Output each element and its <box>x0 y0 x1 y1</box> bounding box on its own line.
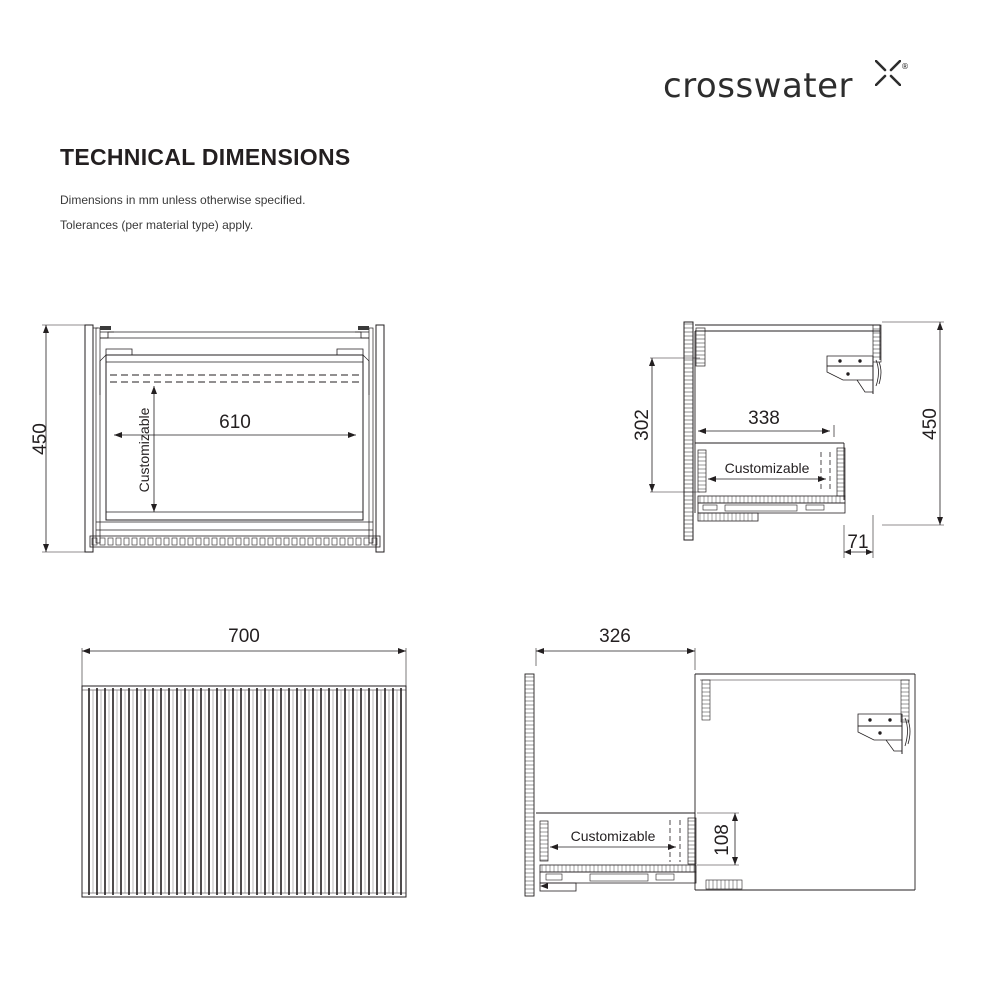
drawer-edge-hatch <box>540 820 696 862</box>
flute-section-squares <box>91 537 378 546</box>
customizable-depth-label: Customizable <box>571 828 656 844</box>
customizable-height-label: Customizable <box>136 407 152 492</box>
note-units: Dimensions in mm unless otherwise specif… <box>60 193 306 207</box>
dimension-customizable-depth <box>708 452 831 492</box>
page-title: TECHNICAL DIMENSIONS <box>60 144 351 170</box>
heading-block: TECHNICAL DIMENSIONS Dimensions in mm un… <box>60 144 660 232</box>
left-wall-hatch <box>525 676 534 894</box>
dimension-projection-71 <box>843 515 874 558</box>
wall-hatch <box>684 323 693 537</box>
dimension-overall-width-700 <box>81 648 407 690</box>
right-carcass-outline <box>694 673 916 891</box>
customizable-depth-label: Customizable <box>725 460 810 476</box>
wall-bracket-hardware <box>857 713 911 754</box>
dimension-customizable-depth <box>550 820 681 862</box>
dimension-610-width-text: 610 <box>219 412 251 433</box>
drawer-hatch <box>698 450 845 492</box>
note-tolerances: Tolerances (per material type) apply. <box>60 218 254 232</box>
flute-valley-lines <box>92 690 398 893</box>
runner-hatch <box>541 865 695 872</box>
wall-bracket-hardware <box>826 355 882 394</box>
registered-trademark-symbol: ® <box>901 62 909 71</box>
dimension-customizable-height <box>151 386 157 512</box>
brand-logo: crosswater ® <box>663 60 909 112</box>
carcass-outline <box>683 321 881 541</box>
dimension-depth-302 <box>649 357 700 493</box>
cabinet-outline <box>84 324 385 553</box>
runner-hatch <box>699 496 841 521</box>
dimension-326-text: 326 <box>599 626 631 647</box>
dimension-drawer-depth-326 <box>535 648 696 670</box>
dimension-700-text: 700 <box>228 626 260 647</box>
panel-outline <box>81 685 407 898</box>
dimension-450-right-text: 450 <box>920 408 941 440</box>
side-section-view: 302 338 450 71 Customizable <box>620 300 990 580</box>
dimension-overall-height <box>42 324 88 553</box>
flute-lines <box>88 688 402 895</box>
dimension-drawer-height-108 <box>697 812 739 866</box>
x-mark-icon <box>875 60 901 86</box>
dimension-internal-depth-338 <box>698 425 835 437</box>
dimension-overall-height-450 <box>882 321 944 526</box>
drawer-body <box>695 442 846 500</box>
dimension-338-text: 338 <box>748 408 780 429</box>
drawer-front <box>99 348 370 521</box>
top-rail <box>100 326 369 339</box>
side-section-drawer-view: 326 108 Customizable <box>490 610 940 920</box>
hidden-lines <box>110 374 360 383</box>
fluted-panel-front-view: 700 <box>20 610 440 920</box>
dimension-302-text: 302 <box>632 409 653 441</box>
dimension-450-height-text: 450 <box>30 423 51 455</box>
dimension-108-text: 108 <box>712 824 733 856</box>
front-elevation-view: 450 610 Customizable <box>20 300 440 580</box>
bracket-hatch-upper <box>695 327 706 367</box>
base-plinth <box>89 521 381 548</box>
dimension-71-text: 71 <box>847 532 868 553</box>
brand-name: crosswater <box>663 66 854 106</box>
